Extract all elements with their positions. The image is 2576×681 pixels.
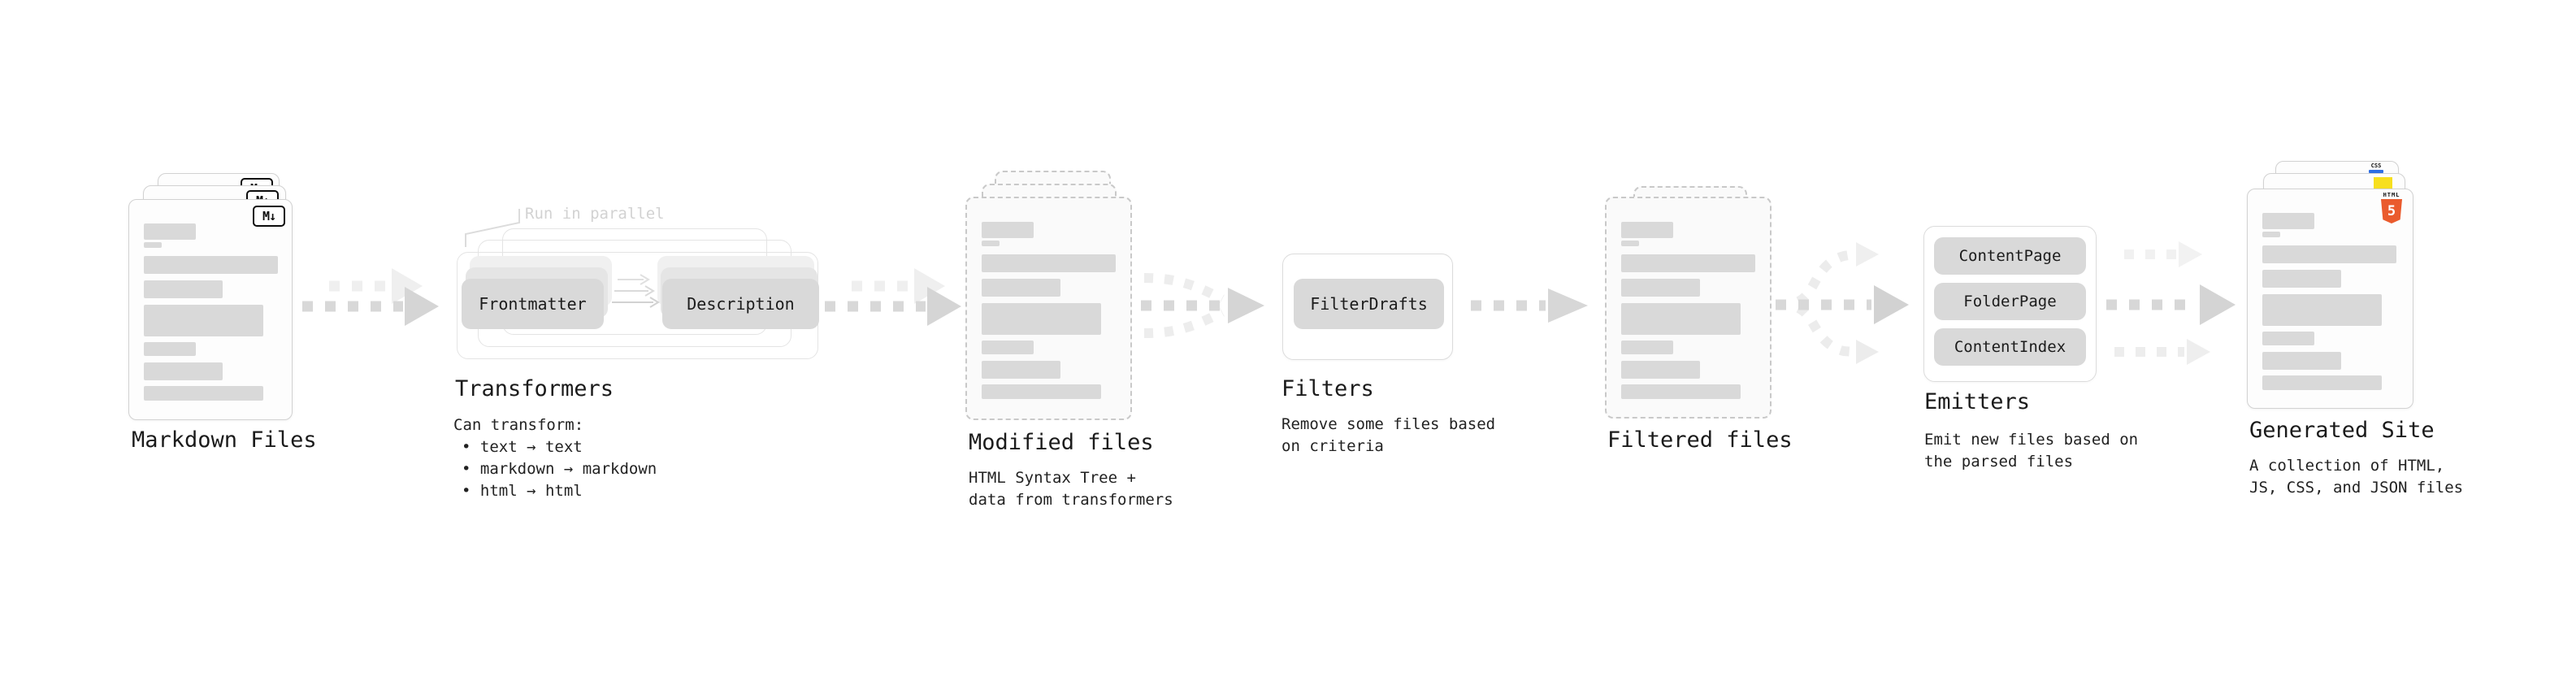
html5-logo-icon: HTML 5 <box>2380 192 2403 223</box>
modified-files-description: HTML Syntax Tree + data from transformer… <box>969 467 1173 511</box>
contentpage-chip: ContentPage <box>1934 237 2086 275</box>
run-in-parallel-note: Run in parallel <box>525 205 665 223</box>
filterdrafts-chip: FilterDrafts <box>1294 279 1444 329</box>
text-line-bar <box>982 384 1101 399</box>
text-line-bar <box>982 340 1034 354</box>
arrow-markdown-to-transformers <box>302 268 439 326</box>
emitters-description: Emit new files based on the parsed files <box>1924 429 2138 473</box>
transformers-bullet: • html → html <box>462 482 583 500</box>
modified-desc-line: data from transformers <box>969 491 1173 509</box>
text-line-bar <box>2262 213 2314 229</box>
text-line-bar <box>144 305 263 336</box>
html5-shield: 5 <box>2381 199 2402 223</box>
modified-desc-line: HTML Syntax Tree + <box>969 469 1136 487</box>
document-text-bars <box>144 223 278 401</box>
filters-desc-line: on criteria <box>1281 437 1384 455</box>
document-text-bars <box>2262 213 2396 390</box>
filters-label: Filters <box>1281 376 1374 401</box>
text-line-bar <box>144 223 196 240</box>
filters-description: Remove some files based on criteria <box>1281 414 1495 458</box>
arrow-filters-to-filtered <box>1471 288 1588 323</box>
transformers-label: Transformers <box>455 376 614 401</box>
transformers-description: Can transform: • text → text • markdown … <box>453 414 657 502</box>
text-line-bar <box>2262 375 2382 390</box>
markdown-file-card <box>128 199 293 420</box>
text-line-bar <box>144 280 223 298</box>
modified-file-card <box>965 197 1132 420</box>
generated-desc-line: A collection of HTML, <box>2249 457 2445 475</box>
css-logo-text: CSS <box>2370 163 2382 169</box>
text-line-bar <box>144 342 196 356</box>
text-line-bar <box>2262 270 2341 288</box>
arrow-transformers-to-modified <box>825 268 961 326</box>
transformers-bullet: • text → text <box>462 438 583 456</box>
text-line-bar <box>1621 222 1673 238</box>
text-line-bar <box>2262 332 2314 345</box>
text-line-bar <box>2262 294 2382 326</box>
frontmatter-chip: Frontmatter <box>462 279 604 329</box>
generated-desc-line: JS, CSS, and JSON files <box>2249 479 2464 497</box>
emitters-desc-line: Emit new files based on <box>1924 431 2139 449</box>
text-line-bar <box>1621 254 1755 272</box>
generated-site-description: A collection of HTML, JS, CSS, and JSON … <box>2249 455 2463 499</box>
html5-logo-text: HTML <box>2383 192 2400 198</box>
filtered-file-card <box>1605 197 1772 419</box>
markdown-files-label: Markdown Files <box>132 427 317 453</box>
text-line-bar <box>982 303 1101 335</box>
emitters-desc-line: the parsed files <box>1924 453 2074 471</box>
generated-site-card <box>2247 189 2413 409</box>
text-line-bar <box>2262 352 2341 370</box>
transformers-desc-heading: Can transform: <box>453 416 584 434</box>
markdown-logo-icon: M↓ <box>253 206 285 227</box>
css-logo-underline <box>2369 170 2383 173</box>
text-line-bar <box>982 254 1116 272</box>
text-line-bar <box>982 222 1034 238</box>
parallel-flow-arrows-icon <box>612 274 660 308</box>
document-text-bars <box>982 222 1116 399</box>
emitters-label: Emitters <box>1924 389 2031 414</box>
text-line-bar <box>2262 245 2396 263</box>
text-line-bar <box>144 256 278 274</box>
text-line-bar <box>144 362 223 380</box>
arrow-filtered-to-emitters-fanout <box>1776 242 1909 364</box>
text-line-bar <box>982 361 1060 379</box>
generated-site-label: Generated Site <box>2249 418 2435 443</box>
text-line-bar <box>982 279 1060 297</box>
modified-files-label: Modified files <box>969 430 1154 455</box>
folderpage-chip: FolderPage <box>1934 283 2086 320</box>
filtered-files-label: Filtered files <box>1607 427 1793 453</box>
text-line-bar <box>1621 340 1673 354</box>
document-text-bars <box>1621 222 1755 399</box>
javascript-logo-icon <box>2374 177 2392 192</box>
text-line-bar <box>1621 241 1639 246</box>
css-logo-icon: CSS <box>2369 163 2383 173</box>
text-line-bar <box>1621 303 1741 335</box>
text-line-bar <box>1621 279 1700 297</box>
text-line-bar <box>982 241 1000 246</box>
description-chip: Description <box>662 279 819 329</box>
text-line-bar <box>2262 232 2280 237</box>
text-line-bar <box>144 242 162 248</box>
transformers-bullet: • markdown → markdown <box>462 460 657 478</box>
text-line-bar <box>144 386 263 401</box>
contentindex-chip: ContentIndex <box>1934 328 2086 366</box>
text-line-bar <box>1621 384 1741 399</box>
arrow-emitters-to-generated <box>2106 241 2236 365</box>
run-in-parallel-callout-line <box>465 209 520 247</box>
text-line-bar <box>1621 361 1700 379</box>
filters-desc-line: Remove some files based <box>1281 415 1496 433</box>
arrow-modified-to-filters-merge <box>1141 273 1264 338</box>
